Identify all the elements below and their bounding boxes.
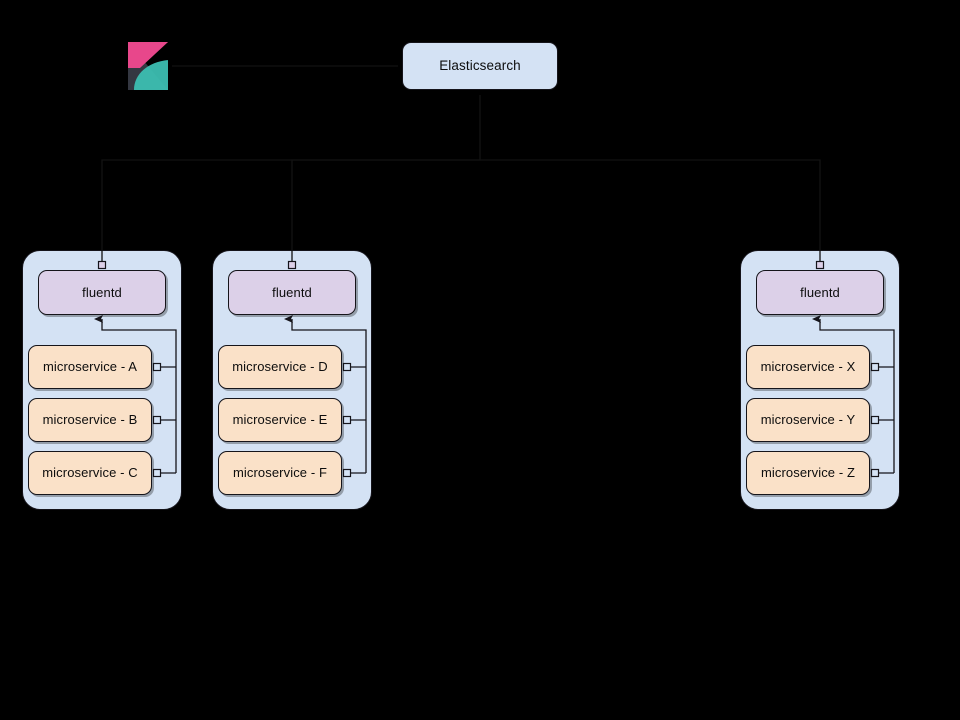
cluster-3-service-1[interactable]: microservice - Y [746,398,870,442]
cluster-2-service-0[interactable]: microservice - D [218,345,342,389]
cluster-2-service-0-label: microservice - D [232,359,328,375]
cluster-2-service-1-label: microservice - E [232,412,328,428]
cluster-1-service-1[interactable]: microservice - B [28,398,152,442]
cluster-2-service-1[interactable]: microservice - E [218,398,342,442]
cluster-1-service-0[interactable]: microservice - A [28,345,152,389]
cluster-2-service-2[interactable]: microservice - F [218,451,342,495]
cluster-2-fluentd-label: fluentd [272,284,312,300]
cluster-2-service-2-label: microservice - F [232,465,328,481]
cluster-1-service-1-label: microservice - B [42,412,138,428]
cluster-3-service-0-label: microservice - X [760,359,856,375]
elasticsearch-label: Elasticsearch [439,57,521,73]
cluster-3-service-2[interactable]: microservice - Z [746,451,870,495]
cluster-1-service-0-label: microservice - A [42,359,138,375]
kibana-logo-icon [128,42,168,90]
cluster-1-service-2[interactable]: microservice - C [28,451,152,495]
fluentd-to-elasticsearch-links [97,95,825,270]
cluster-1-fluentd-label: fluentd [82,284,122,300]
cluster-3-service-2-label: microservice - Z [760,465,856,481]
cluster-3-fluentd-node[interactable]: fluentd [756,270,884,315]
cluster-3-service-1-label: microservice - Y [760,412,856,428]
cluster-1-service-2-label: microservice - C [42,465,138,481]
cluster-3-fluentd-label: fluentd [800,284,840,300]
cluster-1-fluentd-node[interactable]: fluentd [38,270,166,315]
elasticsearch-node[interactable]: Elasticsearch [402,42,558,90]
cluster-3-service-0[interactable]: microservice - X [746,345,870,389]
cluster-2-fluentd-node[interactable]: fluentd [228,270,356,315]
kibana-logo [128,42,168,90]
